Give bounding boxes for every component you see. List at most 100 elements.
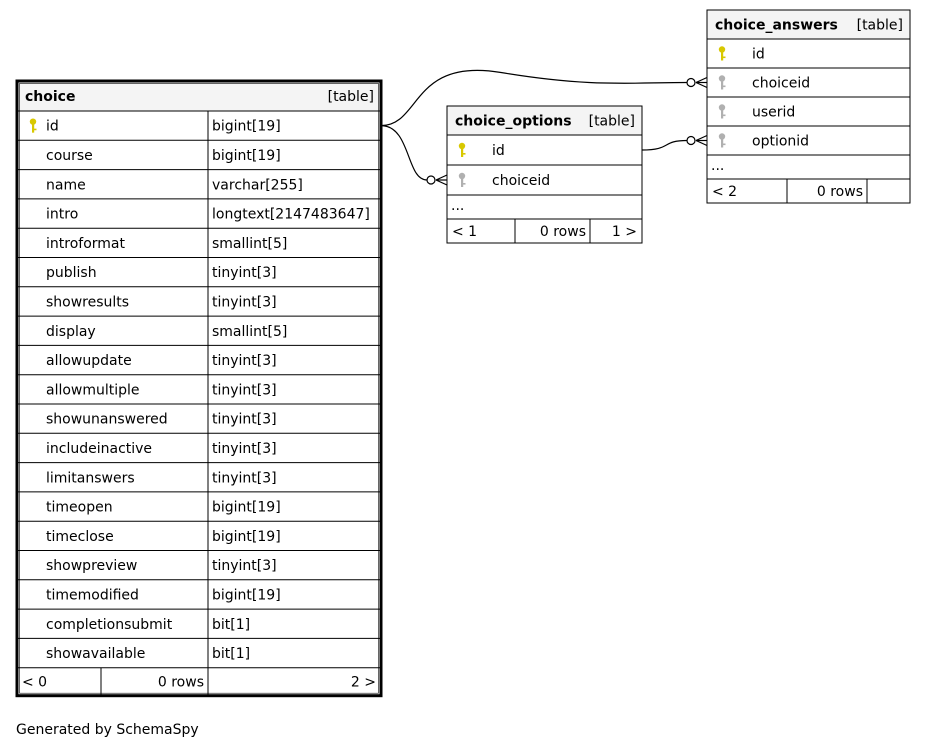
column-row-id: id — [458, 142, 505, 159]
table-border — [706, 9, 911, 204]
column-row-id: id bigint[19] — [29, 118, 281, 135]
column-type: tinyint[3] — [212, 558, 277, 574]
parents-count: < 2 — [712, 184, 737, 200]
table-name: choice_options — [455, 114, 572, 130]
relationship-edge — [380, 69, 708, 127]
column-name: id — [492, 143, 505, 159]
table-header — [17, 81, 381, 111]
table-footer: < 0 0 rows 2 > — [22, 667, 376, 696]
column-row-allowupdate: allowupdate tinyint[3] — [46, 353, 277, 369]
column-type: varchar[255] — [212, 177, 303, 193]
column-type: bigint[19] — [212, 529, 281, 545]
foreign-key-icon — [718, 104, 726, 119]
column-name: optionid — [752, 134, 809, 150]
column-row-showavailable: showavailable bit[1] — [46, 646, 250, 662]
column-type: bit[1] — [212, 617, 250, 633]
column-row-userid: userid — [718, 104, 795, 121]
column-row-display: display smallint[5] — [46, 324, 287, 340]
column-row-limitanswers: limitanswers tinyint[3] — [46, 470, 277, 486]
column-row-completionsubmit: completionsubmit bit[1] — [46, 617, 250, 633]
column-name: timeopen — [46, 500, 113, 516]
table-header — [447, 106, 642, 135]
column-row-optionid: optionid — [718, 133, 809, 150]
column-row-showunanswered: showunanswered tinyint[3] — [46, 412, 277, 428]
column-row-includeinactive: includeinactive tinyint[3] — [46, 441, 277, 457]
more-columns-ellipsis: ... — [711, 158, 724, 174]
column-row-timemodified: timemodified bigint[19] — [46, 587, 281, 603]
column-type: smallint[5] — [212, 324, 287, 340]
column-row-publish: publish tinyint[3] — [46, 265, 277, 281]
column-name: showunanswered — [46, 412, 168, 428]
column-row-timeopen: timeopen bigint[19] — [46, 500, 281, 516]
parents-count: < 1 — [452, 224, 477, 240]
column-name: showpreview — [46, 558, 137, 574]
table-border — [15, 79, 383, 698]
column-type: smallint[5] — [212, 236, 287, 252]
column-name: includeinactive — [46, 441, 152, 457]
column-name: timeclose — [46, 529, 114, 545]
column-name: allowupdate — [46, 353, 132, 369]
primary-key-icon — [718, 46, 726, 61]
column-type: tinyint[3] — [212, 353, 277, 369]
column-row-choiceid: choiceid — [458, 172, 550, 189]
foreign-key-icon — [718, 133, 726, 148]
children-count: 2 > — [351, 675, 376, 691]
column-type: tinyint[3] — [212, 265, 277, 281]
table-name: choice_answers — [715, 18, 838, 34]
column-name: timemodified — [46, 587, 139, 603]
table-border — [446, 105, 643, 244]
column-type: tinyint[3] — [212, 382, 277, 398]
column-type: bit[1] — [212, 646, 250, 662]
foreign-key-icon — [458, 172, 466, 187]
primary-key-icon — [29, 118, 37, 133]
column-row-id: id — [718, 46, 765, 63]
column-row-choiceid: choiceid — [718, 75, 810, 92]
column-name: choiceid — [752, 76, 810, 92]
foreign-key-icon — [718, 75, 726, 90]
more-columns-ellipsis: ... — [451, 198, 464, 214]
column-name: course — [46, 148, 93, 164]
column-name: id — [46, 119, 59, 135]
column-row-showresults: showresults tinyint[3] — [46, 294, 277, 310]
table-footer: < 1 0 rows 1 > — [452, 219, 637, 243]
column-name: id — [752, 47, 765, 63]
column-name: showavailable — [46, 646, 145, 662]
table-kind-label: [table] — [328, 89, 374, 105]
column-type: bigint[19] — [212, 148, 281, 164]
row-count: 0 rows — [158, 675, 204, 691]
column-name: intro — [46, 207, 78, 223]
column-type: bigint[19] — [212, 587, 281, 603]
table-choice-answers: choice_answers [table] id choiceid userid opt… — [706, 9, 911, 204]
table-name: choice — [25, 89, 75, 105]
row-count: 0 rows — [540, 224, 586, 240]
column-type: tinyint[3] — [212, 412, 277, 428]
column-type: bigint[19] — [212, 500, 281, 516]
column-row-name: name varchar[255] — [46, 177, 303, 193]
generated-by-label: Generated by SchemaSpy — [16, 722, 199, 738]
table-kind-label: [table] — [857, 18, 903, 34]
parents-count: < 0 — [22, 675, 47, 691]
column-name: userid — [752, 105, 795, 121]
column-name: limitanswers — [46, 470, 135, 486]
column-type: tinyint[3] — [212, 470, 277, 486]
column-name: display — [46, 324, 96, 340]
relationship-edge — [641, 134, 708, 151]
column-row-timeclose: timeclose bigint[19] — [46, 529, 281, 545]
column-type: bigint[19] — [212, 119, 281, 135]
table-header — [707, 10, 910, 39]
column-row-course: course bigint[19] — [46, 148, 281, 164]
column-type: tinyint[3] — [212, 294, 277, 310]
column-name: showresults — [46, 294, 129, 310]
relationship-edge — [380, 125, 448, 186]
column-row-showpreview: showpreview tinyint[3] — [46, 558, 277, 574]
column-name: name — [46, 177, 86, 193]
column-name: completionsubmit — [46, 617, 173, 633]
children-count: 1 > — [612, 224, 637, 240]
column-name: publish — [46, 265, 97, 281]
column-type: tinyint[3] — [212, 441, 277, 457]
